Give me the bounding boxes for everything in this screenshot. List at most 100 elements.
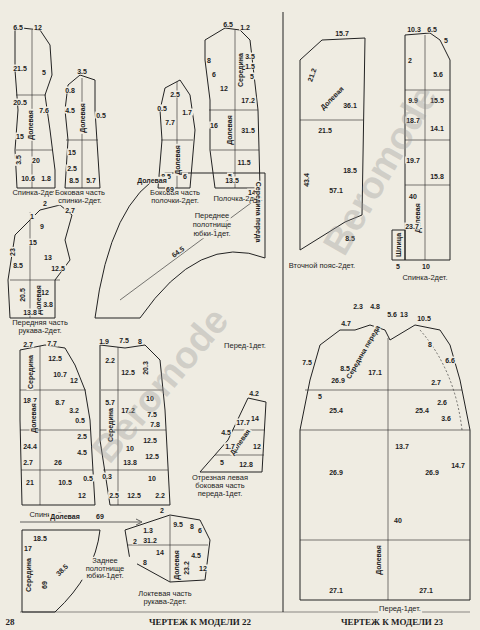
dimension-label: 7.5 [301, 359, 313, 366]
dimension-label: 12.5 [50, 265, 66, 272]
dimension-label: 4.7 [340, 320, 352, 327]
dimension-label: 8 [189, 523, 195, 530]
dimension-label: 36.1 [342, 102, 358, 109]
dimension-label: 26.9 [424, 469, 440, 476]
dimension-label: 4.5 [190, 552, 202, 559]
dimension-label: 1 [29, 213, 35, 220]
dimension-label: 43.4 [303, 172, 310, 188]
dimension-label: 27.1 [328, 587, 344, 594]
part-name: Переднее [194, 212, 231, 220]
dimension-label: 17.7 [235, 419, 251, 426]
dimension-label: 14.1 [429, 125, 445, 132]
dimension-label: 5.7 [85, 177, 97, 184]
dimension-label: Шлица [395, 232, 402, 258]
dimension-label: Долевая [226, 114, 233, 146]
dimension-label: 1.9 [98, 338, 110, 345]
dimension-label: 14.7 [450, 462, 466, 469]
dimension-label: 40 [393, 517, 403, 524]
dimension-label: 4.2 [248, 390, 260, 397]
dimension-label: Середина [27, 354, 34, 390]
grid-line [128, 516, 208, 582]
dimension-label: 12 [219, 85, 229, 92]
dimension-label: 13 [399, 311, 409, 318]
part-name: Спинка-2дет. [401, 274, 448, 282]
dimension-label: 15 [15, 133, 25, 140]
dimension-label: 3.5 [244, 53, 256, 60]
dimension-label: 3.8 [42, 301, 54, 308]
dimension-label: 12 [252, 443, 262, 450]
part-name: боковая часть [194, 482, 245, 490]
dimension-label: 8 [427, 341, 433, 348]
dimension-label: 31.5 [240, 127, 256, 134]
dimension-label: Долевая [173, 549, 180, 581]
dimension-label: 2.6 [436, 399, 448, 406]
dimension-label: 69 [165, 186, 175, 193]
part-name: полочки-2дет. [150, 197, 200, 205]
dimension-label: 0.5 [82, 475, 94, 482]
dimension-label: 40 [408, 193, 418, 200]
dimension-label: 26.9 [330, 377, 346, 384]
dimension-label: Долевая [136, 177, 168, 184]
pattern-piece [8, 205, 72, 318]
dimension-label: 13.8 [122, 459, 138, 466]
page-divider [283, 12, 284, 612]
dimension-label: 3.5 [15, 154, 22, 166]
pattern-pieces [8, 12, 470, 612]
dimension-label: 5 [395, 263, 401, 270]
part-name: юбки-1дет. [192, 230, 231, 238]
dimension-label: 7.6 [38, 107, 50, 114]
dimension-label: 10.6 [20, 175, 36, 182]
dimension-label: 21.5 [12, 65, 28, 72]
dimension-label: 13.7 [394, 443, 410, 450]
dimension-label: 69 [41, 580, 48, 590]
dimension-label: 7.7 [46, 340, 58, 347]
dimension-label: 13.8 [22, 309, 38, 316]
grid-line [300, 338, 470, 600]
dimension-label: 4.5 [64, 107, 76, 114]
dimension-label: 13 [43, 254, 53, 261]
dimension-label: 12.8 [238, 461, 254, 468]
pattern-piece [200, 398, 266, 472]
dimension-label: 3.6 [440, 415, 452, 422]
dimension-label: 12 [198, 565, 208, 572]
dimension-label: 9 [39, 223, 45, 230]
watermark: Beromode [84, 300, 235, 470]
dimension-label: 2.7 [64, 207, 76, 214]
dimension-label: 20.5 [12, 99, 28, 106]
dimension-label: Долевая [30, 402, 37, 434]
dimension-label: 2.2 [154, 492, 166, 499]
dimension-label: 2.5 [66, 165, 78, 172]
dimension-label: 0.5 [156, 105, 168, 112]
dimension-label: 25.4 [328, 407, 344, 414]
dimension-label: 23.7 [404, 223, 420, 230]
part-name: спинки-2дет. [57, 197, 102, 205]
dimension-label: 1.5 [244, 63, 256, 70]
dimension-label: 5.6 [432, 71, 444, 78]
dimension-label: 5 [249, 73, 255, 80]
dimension-label: 8 [206, 57, 212, 64]
dimension-label: Долевая [375, 544, 382, 576]
dimension-label: 26.9 [328, 469, 344, 476]
dimension-label: 6 [211, 71, 217, 78]
dimension-label: Долевая [27, 109, 34, 141]
dimension-label: Середина [237, 52, 244, 88]
fold-line [420, 330, 462, 430]
dimension-label: 5.6 [386, 311, 398, 318]
part-name: Боковая часть [54, 189, 106, 197]
dimension-label: 6.6 [444, 357, 456, 364]
dimension-label: 21 [25, 479, 35, 486]
dimension-label: 2.2 [104, 357, 116, 364]
dimension-label: 69 [95, 513, 105, 520]
dimension-label: 12.5 [47, 355, 63, 362]
part-name: переда-1дет. [197, 490, 244, 498]
dimension-label: 3.2 [68, 407, 80, 414]
dimension-label: 6 [197, 527, 203, 534]
pattern-piece [158, 80, 195, 188]
dimension-label: 5 [41, 69, 47, 76]
dimension-label: 2 [407, 57, 413, 64]
part-name: Заднее полотнище юбки-1дет. [73, 557, 137, 580]
dimension-label: Долевая [49, 513, 81, 520]
dimension-label: 6.5 [426, 26, 438, 33]
grid-line [66, 78, 98, 188]
dimension-label: 38.5 [54, 562, 70, 578]
